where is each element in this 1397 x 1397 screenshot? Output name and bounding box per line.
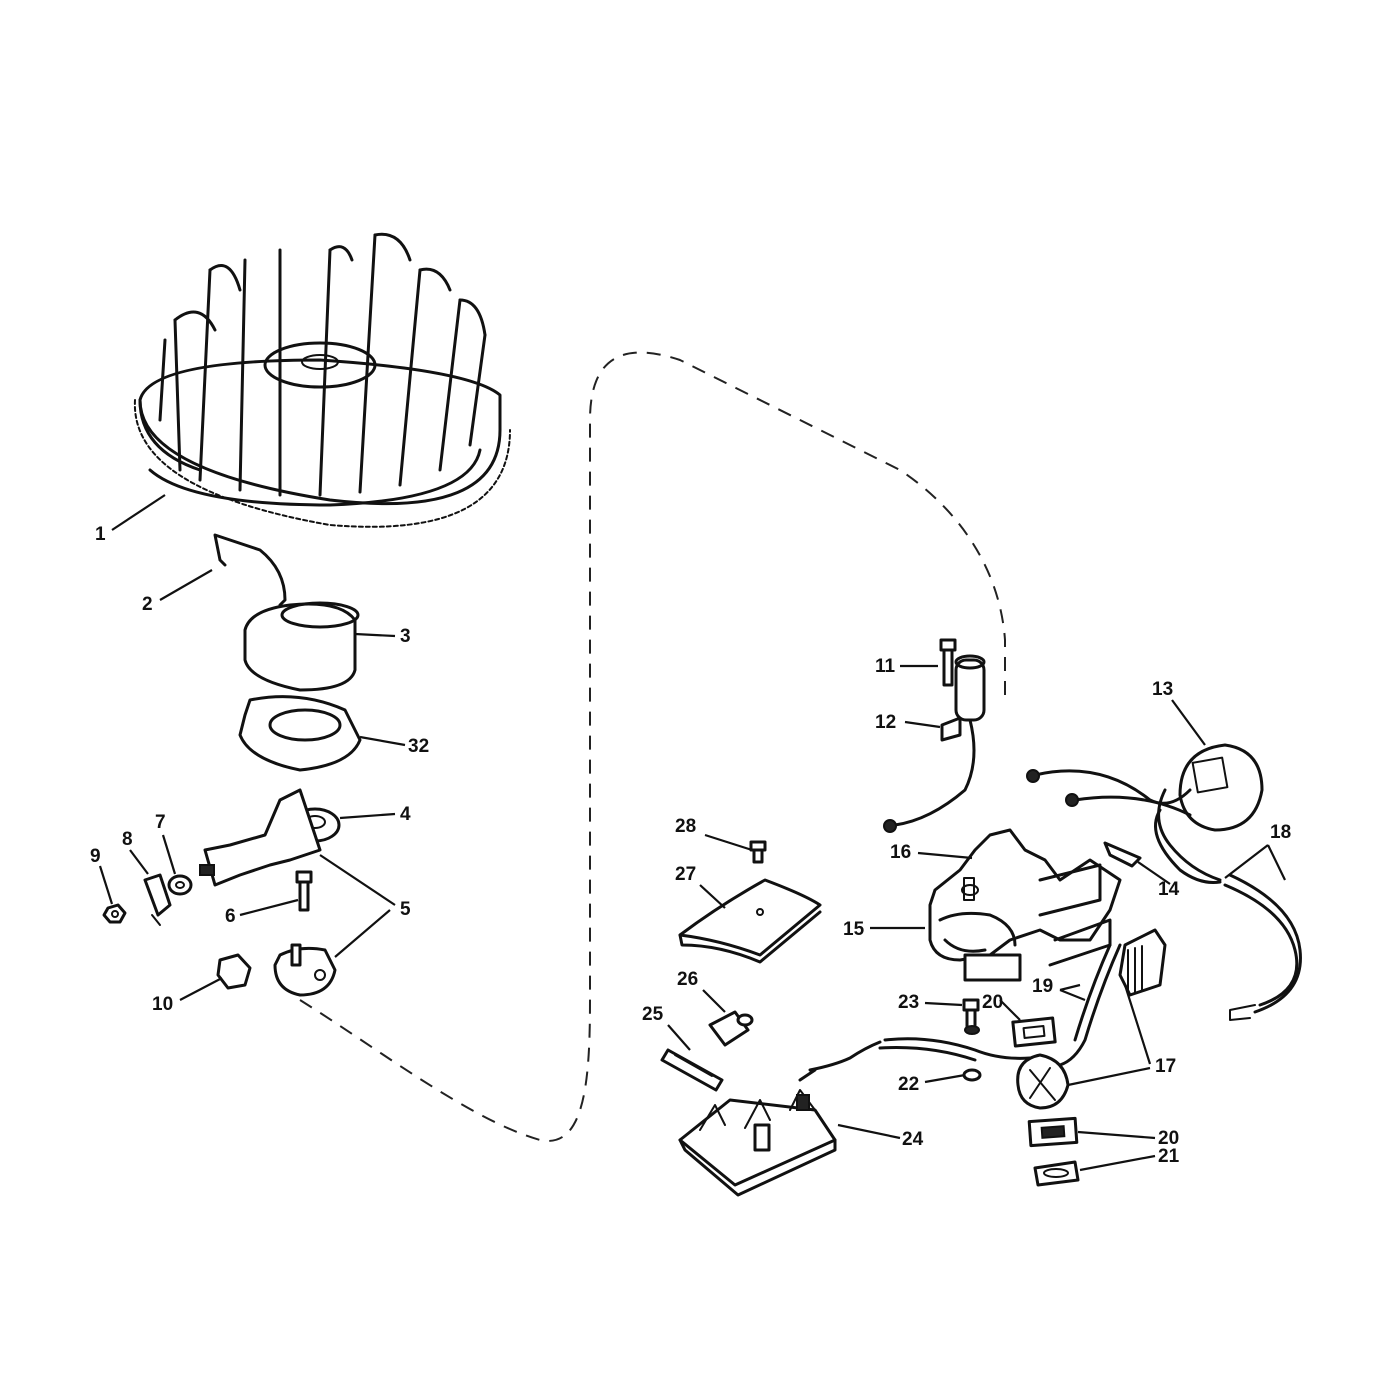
spark-plug-lead (1154, 788, 1302, 1021)
washer-7 (167, 874, 193, 896)
callout-13: 13 (1152, 679, 1173, 700)
insulator-20-upper (1011, 1016, 1057, 1048)
washer-22 (962, 1025, 982, 1082)
callout-7: 7 (155, 812, 166, 833)
callout-26: 26 (677, 969, 698, 990)
gasket (238, 695, 362, 772)
breaker-arm (199, 788, 341, 887)
terminal-board (678, 1040, 882, 1197)
callout-12: 12 (875, 712, 896, 733)
callout-5: 5 (400, 899, 411, 920)
callout-labels: 1 2 3 32 4 5 6 7 8 9 10 11 12 13 14 15 1… (90, 524, 1291, 1167)
callout-8: 8 (122, 829, 133, 850)
callout-3: 3 (400, 626, 411, 647)
callout-17: 17 (1155, 1056, 1176, 1077)
assembly-dashed-line (299, 351, 1006, 1142)
callout-18: 18 (1270, 822, 1291, 843)
condenser (883, 654, 986, 833)
callout-15: 15 (843, 919, 865, 940)
terminal-cover (678, 878, 822, 964)
fuse-holder (708, 1010, 754, 1047)
callout-20-upper: 20 (982, 992, 1003, 1013)
screw-28 (749, 840, 767, 864)
callout-10: 10 (152, 994, 173, 1015)
callout-32: 32 (408, 736, 429, 757)
callout-28: 28 (675, 816, 696, 837)
callout-14: 14 (1158, 879, 1180, 900)
insulator-8 (143, 873, 172, 926)
callout-25: 25 (642, 1004, 664, 1025)
ignition-coil (1026, 743, 1264, 832)
breaker-base-plate (273, 943, 337, 997)
callout-9: 9 (90, 846, 101, 867)
callout-4: 4 (400, 804, 411, 825)
clip-14 (1103, 841, 1142, 868)
callout-24: 24 (902, 1129, 924, 1150)
screw-11 (939, 638, 957, 687)
leader-lines (98, 494, 1286, 1172)
callout-27: 27 (675, 864, 696, 885)
generator-coil (1016, 928, 1167, 1110)
callout-1: 1 (95, 524, 106, 545)
callout-2: 2 (142, 594, 153, 615)
callout-23: 23 (898, 992, 919, 1013)
breaker-cover (243, 601, 360, 692)
callout-16: 16 (890, 842, 911, 863)
nut-9 (102, 903, 127, 924)
flywheel (133, 232, 511, 528)
callout-20-lower: 20 (1158, 1128, 1179, 1149)
fuse (660, 1048, 724, 1092)
callout-22: 22 (898, 1074, 919, 1095)
insulator-20-lower (1027, 1116, 1079, 1148)
callout-21: 21 (1158, 1146, 1180, 1167)
stator-plate (928, 828, 1122, 982)
screw-6 (295, 870, 313, 912)
callout-19: 19 (1032, 976, 1053, 997)
gasket-21 (1033, 1160, 1080, 1187)
callout-6: 6 (225, 906, 236, 927)
terminal-block-10 (216, 953, 252, 990)
wire-leads (878, 943, 1122, 1067)
spring-clip (213, 533, 287, 607)
callout-11: 11 (875, 656, 896, 677)
